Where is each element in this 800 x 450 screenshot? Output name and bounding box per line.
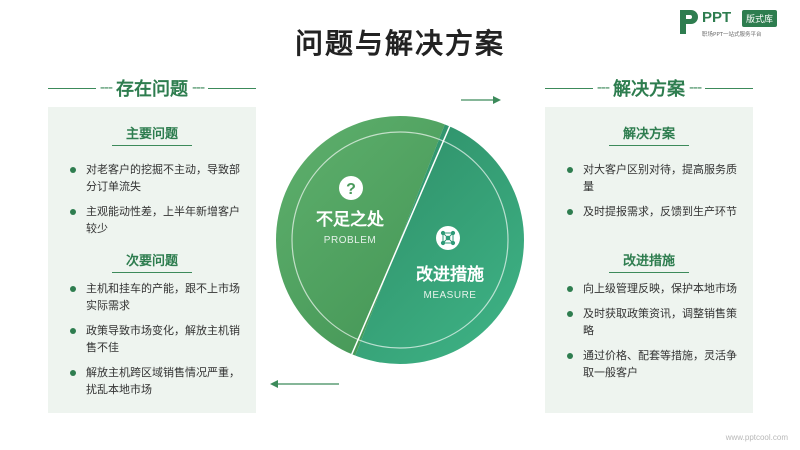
list-item: 及时获取政策资讯，调整销售策略 (563, 305, 743, 339)
solutions-title: 解决方案 (545, 123, 753, 146)
solutions-list: 对大客户区别对待，提高服务质量 及时提报需求，反馈到生产环节 (563, 161, 743, 228)
right-section-heading: --- 解决方案 --- (545, 76, 753, 100)
logo-tagline: 职场PPT一站式服务平台 (702, 32, 762, 38)
measure-en-label: MEASURE (423, 290, 477, 301)
list-item: 通过价格、配套等措施，灵活争取一般客户 (563, 347, 743, 381)
solutions-panel: 解决方案 对大客户区别对待，提高服务质量 及时提报需求，反馈到生产环节 改进措施… (545, 107, 753, 413)
brand-logo[interactable]: PPT 版式库 职场PPT一站式服务平台 (678, 6, 796, 46)
network-icon (436, 226, 460, 250)
logo-mark-icon (680, 10, 698, 34)
heading-line (48, 87, 96, 89)
problem-en-label: PROBLEM (323, 235, 377, 246)
heading-dash: --- (99, 80, 113, 96)
heading-line (705, 87, 753, 89)
measure-label-group: 改进措施 MEASURE (394, 260, 506, 301)
improvements-title: 改进措施 (545, 250, 753, 273)
left-arrow-icon (270, 380, 278, 388)
list-item: 政策导致市场变化，解放主机销售不佳 (66, 322, 246, 356)
problem-label-group: 不足之处 PROBLEM (294, 205, 406, 246)
list-item: 解放主机跨区域销售情况严重，扰乱本地市场 (66, 364, 246, 398)
list-item: 对大客户区别对待，提高服务质量 (563, 161, 743, 195)
improvements-list: 向上级管理反映，保护本地市场 及时获取政策资讯，调整销售策略 通过价格、配套等措… (563, 280, 743, 389)
watermark: www.pptcool.com (725, 433, 788, 442)
list-item: 及时提报需求，反馈到生产环节 (563, 203, 743, 220)
measure-label: 改进措施 (416, 265, 484, 285)
right-arrow-icon (493, 96, 501, 104)
inner-ring (291, 131, 509, 349)
heading-dash: --- (596, 80, 610, 96)
minor-problems-title: 次要问题 (48, 250, 256, 273)
heading-line (545, 87, 593, 89)
list-item: 主机和挂车的产能，跟不上市场实际需求 (66, 280, 246, 314)
left-section-heading: --- 存在问题 --- (48, 76, 256, 100)
heading-line (208, 87, 256, 89)
logo-brand-text: PPT (702, 9, 732, 26)
split-circle: ? (270, 96, 524, 388)
major-problems-list: 对老客户的挖掘不主动，导致部分订单流失 主观能动性差，上半年新增客户较少 (66, 161, 246, 245)
heading-dash: --- (689, 80, 702, 96)
center-graphic: ? 不足之处 PROBLEM 改进措施 MEASURE (260, 80, 540, 400)
left-heading-text: 存在问题 (116, 79, 188, 100)
problems-panel: 主要问题 对老客户的挖掘不主动，导致部分订单流失 主观能动性差，上半年新增客户较… (48, 107, 256, 413)
list-item: 主观能动性差，上半年新增客户较少 (66, 203, 246, 237)
minor-problems-list: 主机和挂车的产能，跟不上市场实际需求 政策导致市场变化，解放主机销售不佳 解放主… (66, 280, 246, 406)
list-item: 向上级管理反映，保护本地市场 (563, 280, 743, 297)
svg-text:?: ? (346, 181, 356, 198)
right-heading-text: 解决方案 (613, 79, 685, 100)
measure-half (338, 116, 524, 364)
divider-line (338, 99, 462, 385)
question-mark-icon: ? (339, 176, 363, 200)
heading-dash: --- (192, 80, 205, 96)
major-problems-title: 主要问题 (48, 123, 256, 146)
list-item: 对老客户的挖掘不主动，导致部分订单流失 (66, 161, 246, 195)
page-title: 问题与解决方案 (294, 27, 505, 60)
problem-label: 不足之处 (316, 210, 384, 230)
logo-badge: 版式库 (742, 10, 778, 27)
